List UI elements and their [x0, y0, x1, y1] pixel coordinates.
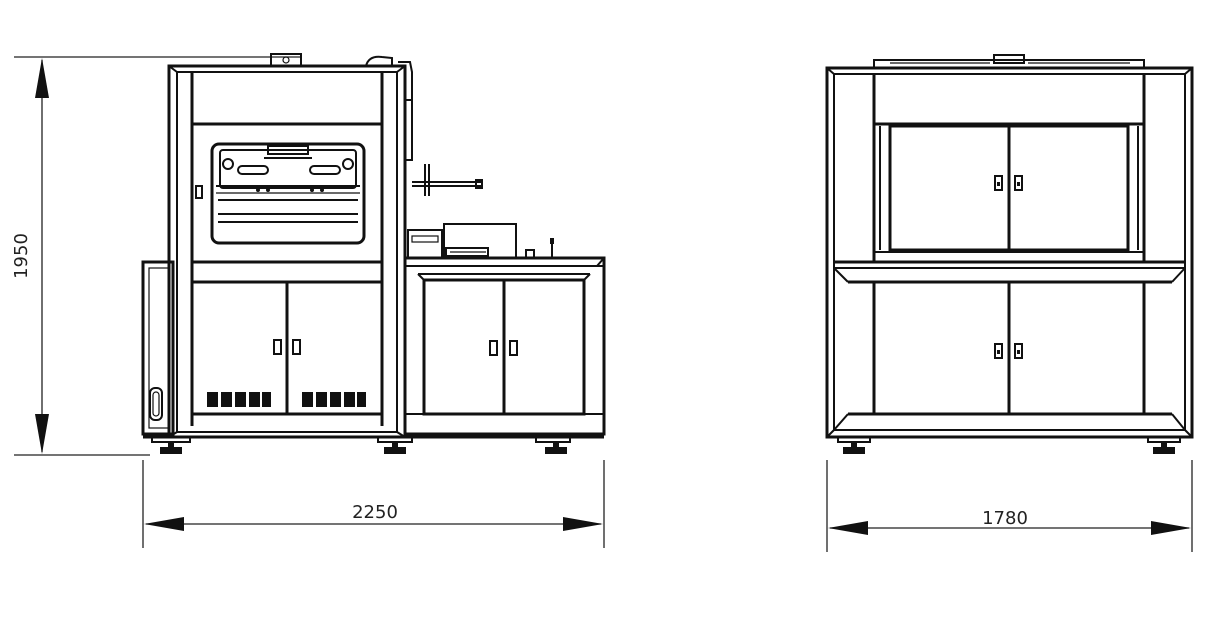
front-width-label: 2250 [352, 502, 398, 523]
front-main-lower-doors [207, 282, 366, 414]
front-foot-middle [384, 442, 406, 454]
side-base [837, 437, 1181, 454]
side-foot-left [843, 442, 865, 454]
front-vent-left [207, 392, 271, 407]
side-mid-shelf [833, 260, 1186, 284]
side-upper-housing [872, 74, 1146, 262]
front-foot-left [160, 442, 182, 454]
front-right-cabinet [403, 256, 606, 436]
front-top-accessories [270, 53, 413, 161]
front-vent-right [302, 392, 366, 407]
front-side-arm [412, 164, 483, 196]
side-top-parts [873, 54, 1145, 69]
front-foot-right [545, 442, 567, 454]
front-base [143, 435, 604, 454]
front-width-dimension: 2250 [142, 460, 605, 548]
height-label: 1950 [11, 233, 32, 279]
front-view [141, 53, 606, 454]
side-width-dimension: 1780 [826, 460, 1193, 552]
side-width-label: 1780 [982, 508, 1028, 529]
front-cabinet-top-items [407, 223, 554, 259]
side-foot-right [1153, 442, 1175, 454]
height-dimension: 1950 [11, 56, 300, 456]
side-view [825, 54, 1194, 454]
side-lower-doors [833, 282, 1186, 431]
front-window-mechanism [210, 142, 366, 245]
